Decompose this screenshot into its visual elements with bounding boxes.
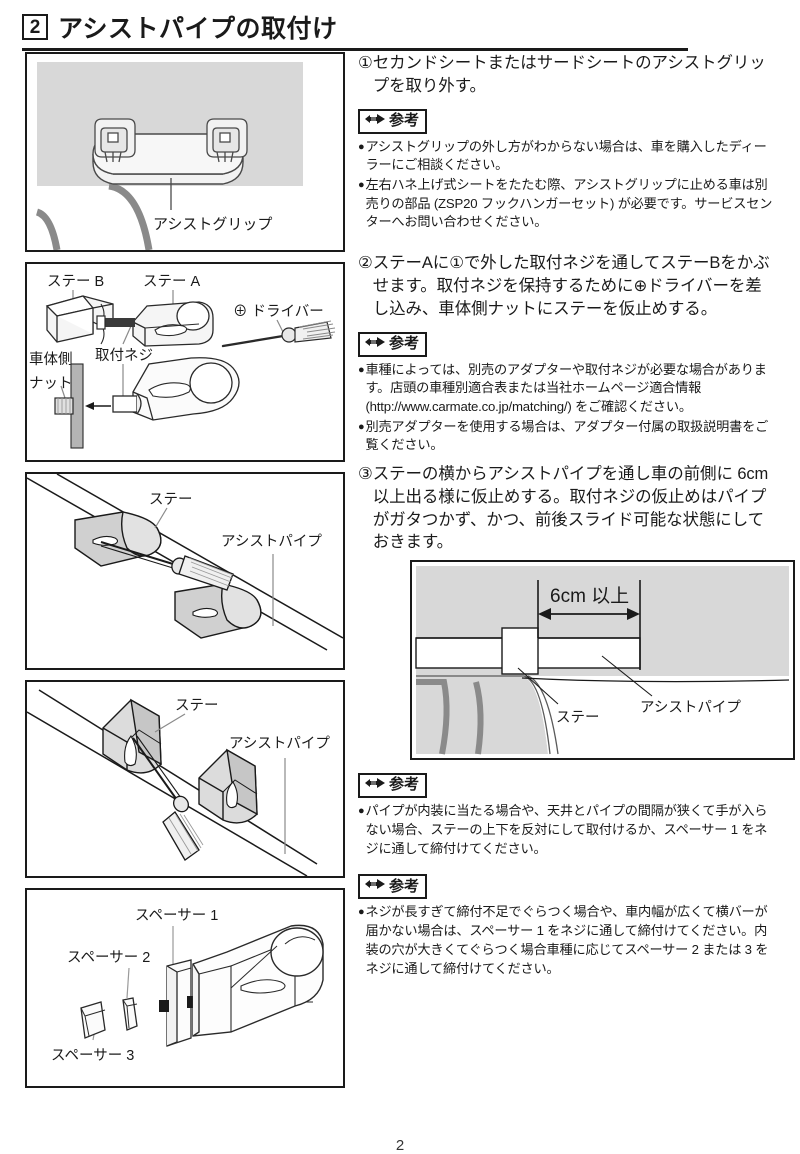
label-spacer-1: スペーサー 1 — [135, 908, 218, 924]
illustration-column: アシストグリップ ステー B ステー A ⊕ ドライバー 取付ネジ 車体側 ナッ… — [25, 52, 345, 1098]
step-item: ③ ステーの横からアシストパイプを通し車の前側に 6cm 以上出る様に仮止めする… — [358, 463, 778, 554]
reference-badge: 参考 — [358, 331, 428, 357]
label-assist-pipe: アシストパイプ — [229, 735, 330, 752]
reference-bullets: ● アシストグリップの外し方がわからない場合は、車を購入したディーラーにご相談く… — [358, 138, 778, 233]
label-body-nut-1: 車体側 — [29, 351, 73, 368]
bullet-item: ● ネジが長すぎて締付不足でぐらつく場合や、車内幅が広くて横バーが届かない場合は… — [358, 903, 778, 978]
label-assist-pipe: アシストパイプ — [221, 533, 322, 550]
step-number: ③ — [358, 465, 373, 484]
bullet-dot-icon: ● — [358, 906, 365, 919]
reference-badge: 参考 — [358, 874, 428, 900]
label-6cm-dimension: 6cm 以上 — [550, 585, 629, 607]
bullet-item: ● 車種によっては、別売のアダプターや取付ネジが必要な場合があります。店頭の車種… — [358, 361, 778, 417]
bullet-item: ● アシストグリップの外し方がわからない場合は、車を購入したディーラーにご相談く… — [358, 138, 778, 175]
panel-assist-grip: アシストグリップ — [25, 52, 345, 252]
instruction-column: ① セカンドシートまたはサードシートのアシストグリップを取り外す。 参考 ● ア… — [358, 52, 795, 986]
bullet-item: ● パイプが内装に当たる場合や、天井とパイプの間隔が狭くて手が入らない場合、ステ… — [358, 802, 778, 858]
page-number: 2 — [395, 1137, 405, 1154]
step-text: セカンドシートまたはサードシートのアシストグリップを取り外す。 — [372, 54, 766, 95]
bullet-dot-icon: ● — [358, 179, 365, 191]
step-item: ② ステーAに①で外した取付ネジを通してステーBをかぶせます。取付ネジを保持する… — [358, 252, 778, 320]
bullet-text: ネジが長すぎて締付不足でぐらつく場合や、車内幅が広くて横バーが届かない場合は、ス… — [365, 904, 769, 976]
bullet-dot-icon: ● — [358, 805, 365, 818]
bullet-text: 左右ハネ上げ式シートをたたむ際、アシストグリップに止める車は別売りの部品 (ZS… — [365, 177, 773, 230]
label-driver: ⊕ ドライバー — [233, 304, 324, 320]
panel-pipe-stays-tighten: ステー アシストパイプ — [25, 472, 345, 670]
reference-label: 参考 — [389, 776, 420, 794]
bullet-item: ● 別売アダプターを使用する場合は、アダプター付属の取扱説明書をご覧ください。 — [358, 418, 778, 455]
reference-label: 参考 — [389, 111, 420, 129]
pointing-hand-icon — [364, 112, 386, 131]
bullet-text: 別売アダプターを使用する場合は、アダプター付属の取扱説明書をご覧ください。 — [365, 418, 769, 453]
page-header: 2 アシストパイプの取付け — [22, 8, 778, 52]
reference-label: 参考 — [389, 877, 420, 895]
header-divider — [22, 48, 688, 51]
pointing-hand-icon — [364, 877, 386, 896]
bullet-item: ● 左右ハネ上げ式シートをたたむ際、アシストグリップに止める車は別売りの部品 (… — [358, 176, 778, 232]
bullet-dot-icon: ● — [358, 420, 365, 433]
page-title: アシストパイプの取付け — [58, 15, 338, 43]
label-assist-pipe: アシストパイプ — [640, 699, 741, 716]
step-text: ステーAに①で外した取付ネジを通してステーBをかぶせます。取付ネジを保持するため… — [372, 254, 770, 318]
bullet-text: パイプが内装に当たる場合や、天井とパイプの間隔が狭くて手が入らない場合、ステーの… — [365, 803, 768, 856]
label-stay: ステー — [175, 698, 219, 714]
reference-badge: 参考 — [358, 773, 428, 799]
reference-bullets: ● ネジが長すぎて締付不足でぐらつく場合や、車内幅が広くて横バーが届かない場合は… — [358, 903, 778, 978]
bullet-text: 車種によっては、別売のアダプターや取付ネジが必要な場合があります。店頭の車種別適… — [365, 361, 767, 414]
step-item: ① セカンドシートまたはサードシートのアシストグリップを取り外す。 — [358, 52, 778, 98]
label-spacer-3: スペーサー 3 — [51, 1048, 134, 1064]
label-stay-a: ステー A — [143, 274, 201, 290]
reference-badge: 参考 — [358, 108, 428, 134]
panel-spacers: スペーサー 1 スペーサー 2 スペーサー 3 — [25, 888, 345, 1088]
label-stay-b: ステー B — [47, 274, 104, 290]
label-assist-grip: アシストグリップ — [153, 216, 272, 233]
header-row: 2 アシストパイプの取付け — [22, 8, 778, 46]
panel-stay-parts: ステー B ステー A ⊕ ドライバー 取付ネジ 車体側 ナット — [25, 262, 345, 462]
label-mounting-screw: 取付ネジ — [95, 347, 153, 364]
label-stay: ステー — [149, 492, 193, 508]
reference-label: 参考 — [389, 334, 420, 352]
section-number-badge: 2 — [22, 14, 48, 40]
panel-six-cm-clearance: 6cm 以上 ステー アシストパイプ — [410, 560, 795, 761]
panel-pipe-stays-reversed: ステー アシストパイプ — [25, 680, 345, 878]
reference-bullets: ● 車種によっては、別売のアダプターや取付ネジが必要な場合があります。店頭の車種… — [358, 361, 778, 456]
step-number: ① — [358, 54, 373, 72]
step-text: ステーの横からアシストパイプを通し車の前側に 6cm 以上出る様に仮止めする。取… — [372, 465, 769, 552]
pointing-hand-icon — [364, 776, 386, 795]
pointing-hand-icon — [364, 335, 386, 354]
label-stay: ステー — [556, 710, 600, 726]
label-body-nut-2: ナット — [29, 376, 73, 392]
step-number: ② — [358, 254, 373, 273]
bullet-dot-icon: ● — [358, 363, 365, 376]
label-spacer-2: スペーサー 2 — [67, 950, 150, 966]
bullet-dot-icon: ● — [358, 140, 365, 153]
bullet-text: アシストグリップの外し方がわからない場合は、車を購入したディーラーにご相談くださ… — [365, 138, 767, 173]
reference-bullets: ● パイプが内装に当たる場合や、天井とパイプの間隔が狭くて手が入らない場合、ステ… — [358, 802, 778, 858]
